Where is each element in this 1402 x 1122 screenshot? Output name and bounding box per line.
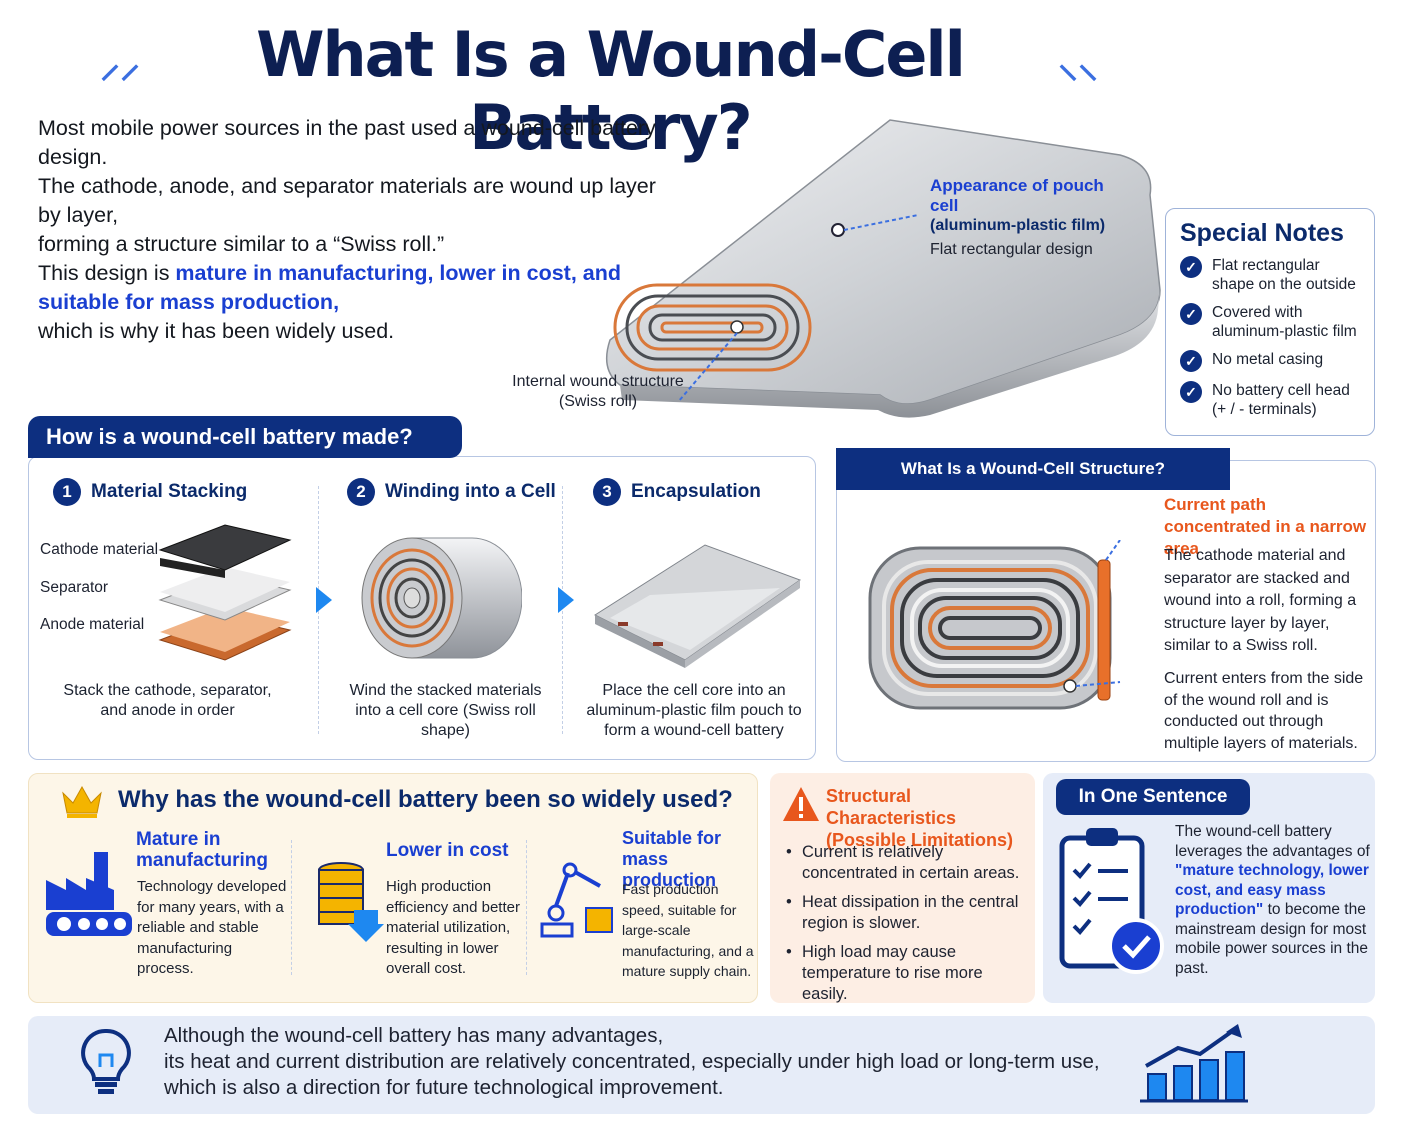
note-text: Flat rectangular shape on the outside xyxy=(1212,257,1356,293)
step-title-text: Encapsulation xyxy=(631,481,761,502)
pouch-cell-illustration xyxy=(605,119,1161,418)
note-text: Covered with aluminum-plastic film xyxy=(1212,304,1357,340)
structure-tab: What Is a Wound-Cell Structure? xyxy=(836,448,1230,490)
step-3-title: 3 Encapsulation xyxy=(593,478,761,506)
limitation-text: Current is relatively concentrated in ce… xyxy=(802,843,1020,882)
bottom-line: which is also a direction for future tec… xyxy=(164,1076,724,1099)
appearance-sub: (aluminum-plastic film) xyxy=(930,217,1106,234)
limitation-text: High load may cause temperature to rise … xyxy=(802,943,983,1003)
one-sentence-highlight: "mature technology, lower cost, and easy… xyxy=(1175,862,1369,918)
check-icon: ✓ xyxy=(1180,256,1202,278)
factory-icon xyxy=(46,852,132,936)
warning-icon xyxy=(783,787,819,821)
check-icon: ✓ xyxy=(1180,350,1202,372)
limitation-item: •Heat dissipation in the central region … xyxy=(786,893,1019,932)
current-path-title: Current path concentrated in a narrow ar… xyxy=(1164,495,1367,558)
step-3-text: Place the cell core into an aluminum-pla… xyxy=(586,682,802,739)
note-item: ✓ No battery cell head (+ / - terminals) xyxy=(1180,381,1360,419)
why-col-heading: Lower in cost xyxy=(386,840,509,861)
pouch-battery-icon xyxy=(593,544,802,668)
intro-line: which is why it has been widely used. xyxy=(38,319,395,343)
internal-label: Internal wound structure xyxy=(512,373,684,390)
limitation-item: •High load may cause temperature to rise… xyxy=(786,943,983,1003)
why-col-heading: Suitable for mass production xyxy=(622,828,722,890)
right-deco-icon: ⸜⸜ xyxy=(1058,42,1098,86)
check-icon: ✓ xyxy=(1180,381,1202,403)
intro-highlight: mature in manufacturing, lower in cost, … xyxy=(38,261,622,314)
coins-down-icon xyxy=(318,862,384,942)
limitations-panel xyxy=(770,773,1035,1003)
structure-desc-2: Current enters from the side of the woun… xyxy=(1164,670,1364,752)
appearance-callout: Appearance of pouch cell (aluminum-plast… xyxy=(930,176,1110,260)
intro-line: forming a structure similar to a “Swiss … xyxy=(38,232,445,256)
limitations-list: •Current is relatively concentrated in c… xyxy=(786,842,1031,1013)
bottom-line: its heat and current distribution are re… xyxy=(164,1050,1100,1073)
step-1-text: Stack the cathode, separator, and anode … xyxy=(63,682,272,719)
one-sentence-tab: In One Sentence xyxy=(1056,779,1250,815)
limitations-title: Structural Characteristics (Possible Lim… xyxy=(826,786,1014,850)
arrow-right-icon xyxy=(316,587,332,613)
limitation-item: •Current is relatively concentrated in c… xyxy=(786,843,1020,882)
limitation-text: Heat dissipation in the central region i… xyxy=(802,893,1019,932)
step-number: 2 xyxy=(347,478,375,506)
special-notes-title: Special Notes xyxy=(1180,219,1344,247)
why-title: Why has the wound-cell battery been so w… xyxy=(118,786,733,813)
internal-callout: Internal wound structure (Swiss roll) xyxy=(498,372,698,412)
step-number: 3 xyxy=(593,478,621,506)
bottom-text: Although the wound-cell battery has many… xyxy=(164,1023,1124,1101)
step-2-title: 2 Winding into a Cell xyxy=(347,478,556,506)
cell-roll-icon xyxy=(361,537,522,659)
lightbulb-icon xyxy=(81,1028,131,1094)
step-1-title: 1 Material Stacking xyxy=(53,478,247,506)
col-divider xyxy=(526,840,527,975)
flat-design-label: Flat rectangular design xyxy=(930,241,1093,258)
anode-label: Anode material xyxy=(40,616,145,633)
note-text: No metal casing xyxy=(1212,351,1324,368)
stacked-layers-icon xyxy=(158,524,292,661)
wound-structure-icon xyxy=(868,540,1121,710)
why-col-text: High production efficiency and better ma… xyxy=(386,878,520,977)
one-sentence-pre: The wound-cell battery leverages the adv… xyxy=(1175,823,1370,860)
internal-sub: (Swiss roll) xyxy=(558,393,638,410)
growth-chart-icon xyxy=(1140,1024,1248,1103)
intro-line: Most mobile power sources in the past us… xyxy=(38,116,656,169)
intro-text: Most mobile power sources in the past us… xyxy=(38,114,658,346)
why-col-text: Fast production speed, suitable for larg… xyxy=(622,881,754,979)
note-item: ✓ Covered with aluminum-plastic film xyxy=(1180,303,1360,341)
left-deco-icon: ⸝⸝ xyxy=(100,42,140,86)
crown-icon xyxy=(62,785,102,818)
why-panel xyxy=(28,773,758,1003)
separator-label: Separator xyxy=(40,579,109,596)
step-title-text: Winding into a Cell xyxy=(385,481,556,502)
how-made-tab: How is a wound-cell battery made? xyxy=(28,416,462,458)
note-text: No battery cell head (+ / - terminals) xyxy=(1212,382,1350,418)
why-col-heading: Mature in manufacturing xyxy=(136,829,268,871)
special-notes-panel: Special Notes ✓ Flat rectangular shape on… xyxy=(1165,208,1375,436)
intro-plain: This design is xyxy=(38,261,176,285)
step-number: 1 xyxy=(53,478,81,506)
arrow-right-icon xyxy=(558,587,574,613)
appearance-title: Appearance of pouch cell xyxy=(930,176,1104,215)
intro-line: This design is mature in manufacturing, … xyxy=(38,259,658,317)
intro-line: The cathode, anode, and separator materi… xyxy=(38,174,656,227)
check-icon: ✓ xyxy=(1180,303,1202,325)
structure-desc-1: The cathode material and separator are s… xyxy=(1164,547,1357,654)
clipboard-check-icon xyxy=(1059,828,1164,974)
why-col-text: Technology developed for many years, wit… xyxy=(137,878,287,977)
step-title-text: Material Stacking xyxy=(91,481,248,502)
robot-arm-icon xyxy=(540,862,613,938)
bottom-line: Although the wound-cell battery has many… xyxy=(164,1024,664,1047)
note-item: ✓ No metal casing xyxy=(1180,350,1360,372)
step-2-text: Wind the stacked materials into a cell c… xyxy=(349,682,542,739)
col-divider xyxy=(291,840,292,975)
one-sentence-text: The wound-cell battery leverages the adv… xyxy=(1175,822,1370,978)
note-item: ✓ Flat rectangular shape on the outside xyxy=(1180,256,1360,294)
page-title: What Is a Wound-Cell Battery? xyxy=(256,18,966,164)
cathode-label: Cathode material xyxy=(40,541,159,558)
one-sentence-post: to become the mainstream design for most… xyxy=(1175,901,1368,977)
